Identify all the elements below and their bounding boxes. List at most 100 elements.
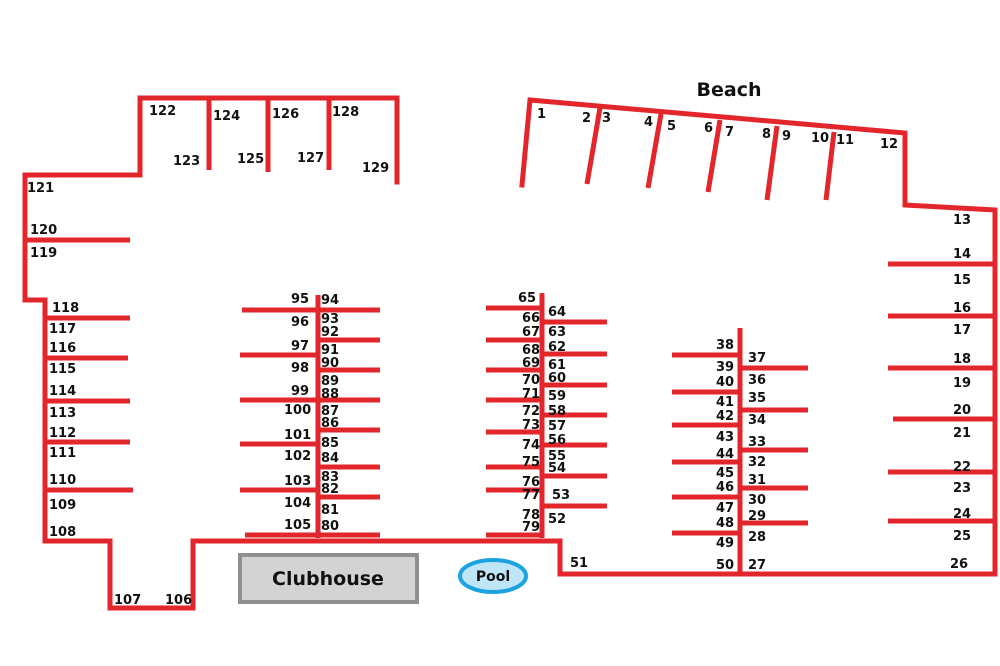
slip-number: 77 [522,488,540,503]
slip-number: 6 [704,121,713,136]
slip-number: 122 [149,104,176,119]
slip-number: 61 [548,358,566,373]
slip-number: 42 [716,409,734,424]
slip-number: 20 [953,403,971,418]
slip-number: 5 [667,119,676,134]
slip-number: 11 [836,133,854,148]
slip-number: 46 [716,480,734,495]
slip-number: 37 [748,351,766,366]
slip-number: 102 [284,449,311,464]
dock-finger [705,119,723,193]
slip-number: 97 [291,339,309,354]
slip-number: 96 [291,315,309,330]
slip-number: 34 [748,413,766,428]
slip-number: 8 [762,127,771,142]
slip-number: 2 [582,111,591,126]
clubhouse-building[interactable] [238,553,419,604]
beach-label: Beach [697,79,762,101]
slip-number: 25 [953,529,971,544]
slip-number: 76 [522,475,540,490]
slip-number: 66 [522,311,540,326]
slip-number: 32 [748,455,766,470]
slip-number: 79 [522,520,540,535]
slip-number: 112 [49,426,76,441]
slip-number: 106 [165,593,192,608]
dock-finger [584,107,603,185]
clubhouse-label: Clubhouse [272,568,384,590]
slip-number: 26 [950,557,968,572]
slip-number: 33 [748,435,766,450]
slip-number: 55 [548,449,566,464]
slip-number: 15 [953,273,971,288]
slip-number: 1 [537,107,546,122]
slip-number: 40 [716,375,734,390]
slip-number: 58 [548,404,566,419]
slip-number: 21 [953,426,971,441]
slip-number: 12 [880,137,898,152]
slip-number: 45 [716,466,734,481]
slip-number: 29 [748,509,766,524]
slip-number: 73 [522,418,540,433]
slip-number: 14 [953,247,971,262]
slip-number: 108 [49,525,76,540]
outline-wall [22,95,998,611]
dock-finger [764,125,780,201]
slip-number: 36 [748,373,766,388]
slip-number: 118 [52,301,79,316]
slip-number: 4 [644,115,653,130]
dock-fingers [25,98,995,574]
slip-number: 127 [297,151,324,166]
slip-number: 50 [716,558,734,573]
slip-number: 44 [716,447,734,462]
slip-number: 83 [321,470,339,485]
slip-number: 129 [362,161,389,176]
slip-number: 107 [114,593,141,608]
slip-number: 69 [522,356,540,371]
slip-number: 62 [548,340,566,355]
slip-number: 125 [237,152,264,167]
slip-number: 93 [321,312,339,327]
pool-label: Pool [476,569,510,585]
slip-number: 128 [332,105,359,120]
slip-number: 114 [49,384,76,399]
slip-number: 51 [570,556,588,571]
slip-number: 94 [321,293,339,308]
slip-number: 86 [321,416,339,431]
marina-outline [22,95,998,611]
slip-number: 64 [548,305,566,320]
slip-number: 52 [548,512,566,527]
slip-number: 105 [284,518,311,533]
slip-number: 24 [953,507,971,522]
slip-number: 48 [716,516,734,531]
slip-number: 31 [748,473,766,488]
slip-number: 117 [49,322,76,337]
dock-finger [823,131,837,201]
slip-number: 53 [552,488,570,503]
slip-number: 103 [284,474,311,489]
slip-number: 67 [522,325,540,340]
slip-number: 71 [522,387,540,402]
slip-number: 65 [518,291,536,306]
slip-number: 98 [291,361,309,376]
slip-number: 63 [548,325,566,340]
slip-number: 23 [953,481,971,496]
slip-number: 100 [284,403,311,418]
slip-number: 87 [321,404,339,419]
slip-number: 3 [602,111,611,126]
slip-number: 104 [284,496,311,511]
pool-shape[interactable] [458,558,528,594]
dock-finger [645,113,664,189]
slip-number: 43 [716,430,734,445]
slip-number: 39 [716,360,734,375]
slip-number: 10 [811,131,829,146]
slip-number: 90 [321,356,339,371]
slip-number: 13 [953,213,971,228]
slip-number: 115 [49,362,76,377]
slip-number: 80 [321,519,339,534]
slip-number: 7 [725,125,734,140]
slip-number: 38 [716,338,734,353]
slip-number: 60 [548,371,566,386]
slip-number: 121 [27,181,54,196]
